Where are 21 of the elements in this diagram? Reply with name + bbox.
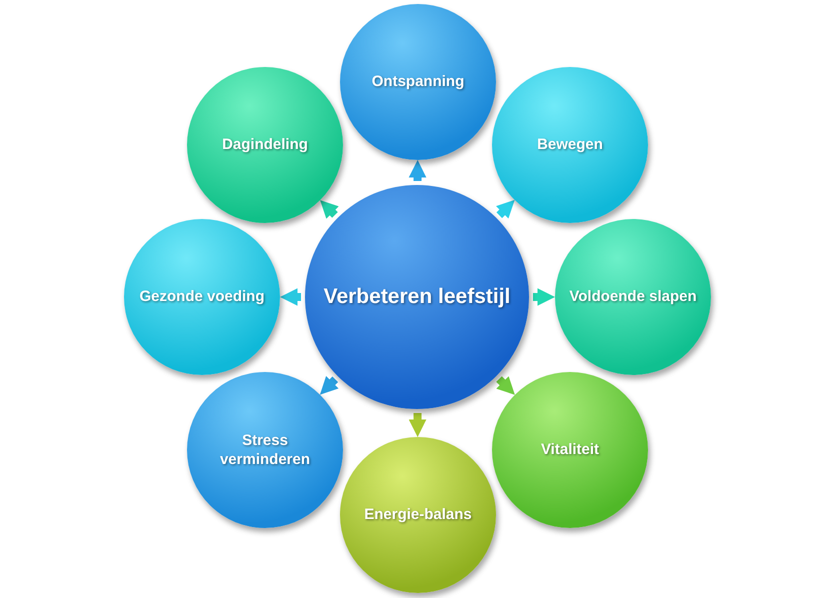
topic-circle xyxy=(340,4,496,160)
arrow xyxy=(320,200,339,219)
circle-label: Verbeteren leefstijl xyxy=(322,284,512,310)
arrow xyxy=(408,412,426,438)
circle-label: Voldoende slapen xyxy=(568,287,698,307)
circle-label: Bewegen xyxy=(536,135,604,155)
arrow xyxy=(496,376,515,395)
circle-label: Gezonde voeding xyxy=(138,287,266,307)
circle-label: Energie-balans xyxy=(363,505,473,525)
arrow xyxy=(320,376,339,395)
circle-label: Dagindeling xyxy=(221,135,309,155)
topic-circle xyxy=(340,437,496,593)
arrow xyxy=(408,160,426,182)
topic-circle xyxy=(492,372,648,528)
arrow xyxy=(280,288,301,306)
circle-label: Stress verminderen xyxy=(218,430,312,470)
circle-label: Vitaliteit xyxy=(540,440,600,460)
circle-label: Ontspanning xyxy=(370,72,466,92)
topic-circle xyxy=(187,372,343,528)
arrow xyxy=(496,200,515,219)
arrow xyxy=(533,288,556,306)
